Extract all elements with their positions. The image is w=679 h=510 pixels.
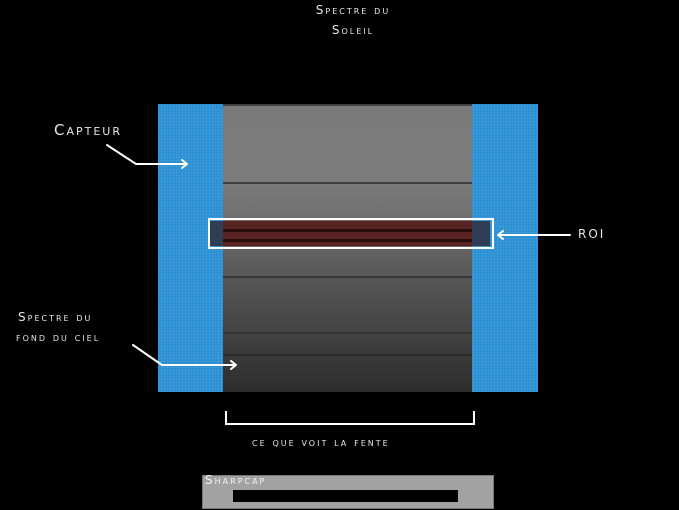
spectral-line — [223, 104, 472, 106]
sky-spectrum-label-line-2: fond du ciel — [16, 330, 101, 344]
sky-arrow-icon — [132, 344, 236, 366]
roi-label: ROI — [578, 227, 606, 241]
roi-region — [223, 221, 472, 246]
sharpcap-panel: Sharpcap — [202, 473, 494, 509]
spectral-line — [223, 276, 472, 278]
slit-view-label: ce que voit la fente — [252, 435, 390, 449]
slit-bracket — [225, 411, 475, 425]
title-line-1: Spectre du — [315, 3, 391, 17]
sensor-label: Capteur — [54, 121, 122, 139]
sky-spectrum-label-line-1: Spectre du — [18, 310, 93, 324]
spectral-line — [223, 182, 472, 184]
roi-left-edge — [210, 221, 223, 246]
spectral-line — [223, 332, 472, 334]
roi-right-edge — [472, 221, 490, 246]
roi-absorption-line — [223, 239, 472, 242]
sharpcap-name: Sharpcap — [205, 473, 267, 487]
diagram-title: Spectre du Soleil — [0, 0, 679, 40]
sharpcap-roi-bar — [233, 490, 458, 502]
title-line-2: Soleil — [331, 23, 375, 37]
sensor-arrow-icon — [106, 144, 187, 165]
roi-box — [208, 218, 494, 249]
roi-absorption-line — [223, 229, 472, 232]
spectral-line — [223, 354, 472, 356]
